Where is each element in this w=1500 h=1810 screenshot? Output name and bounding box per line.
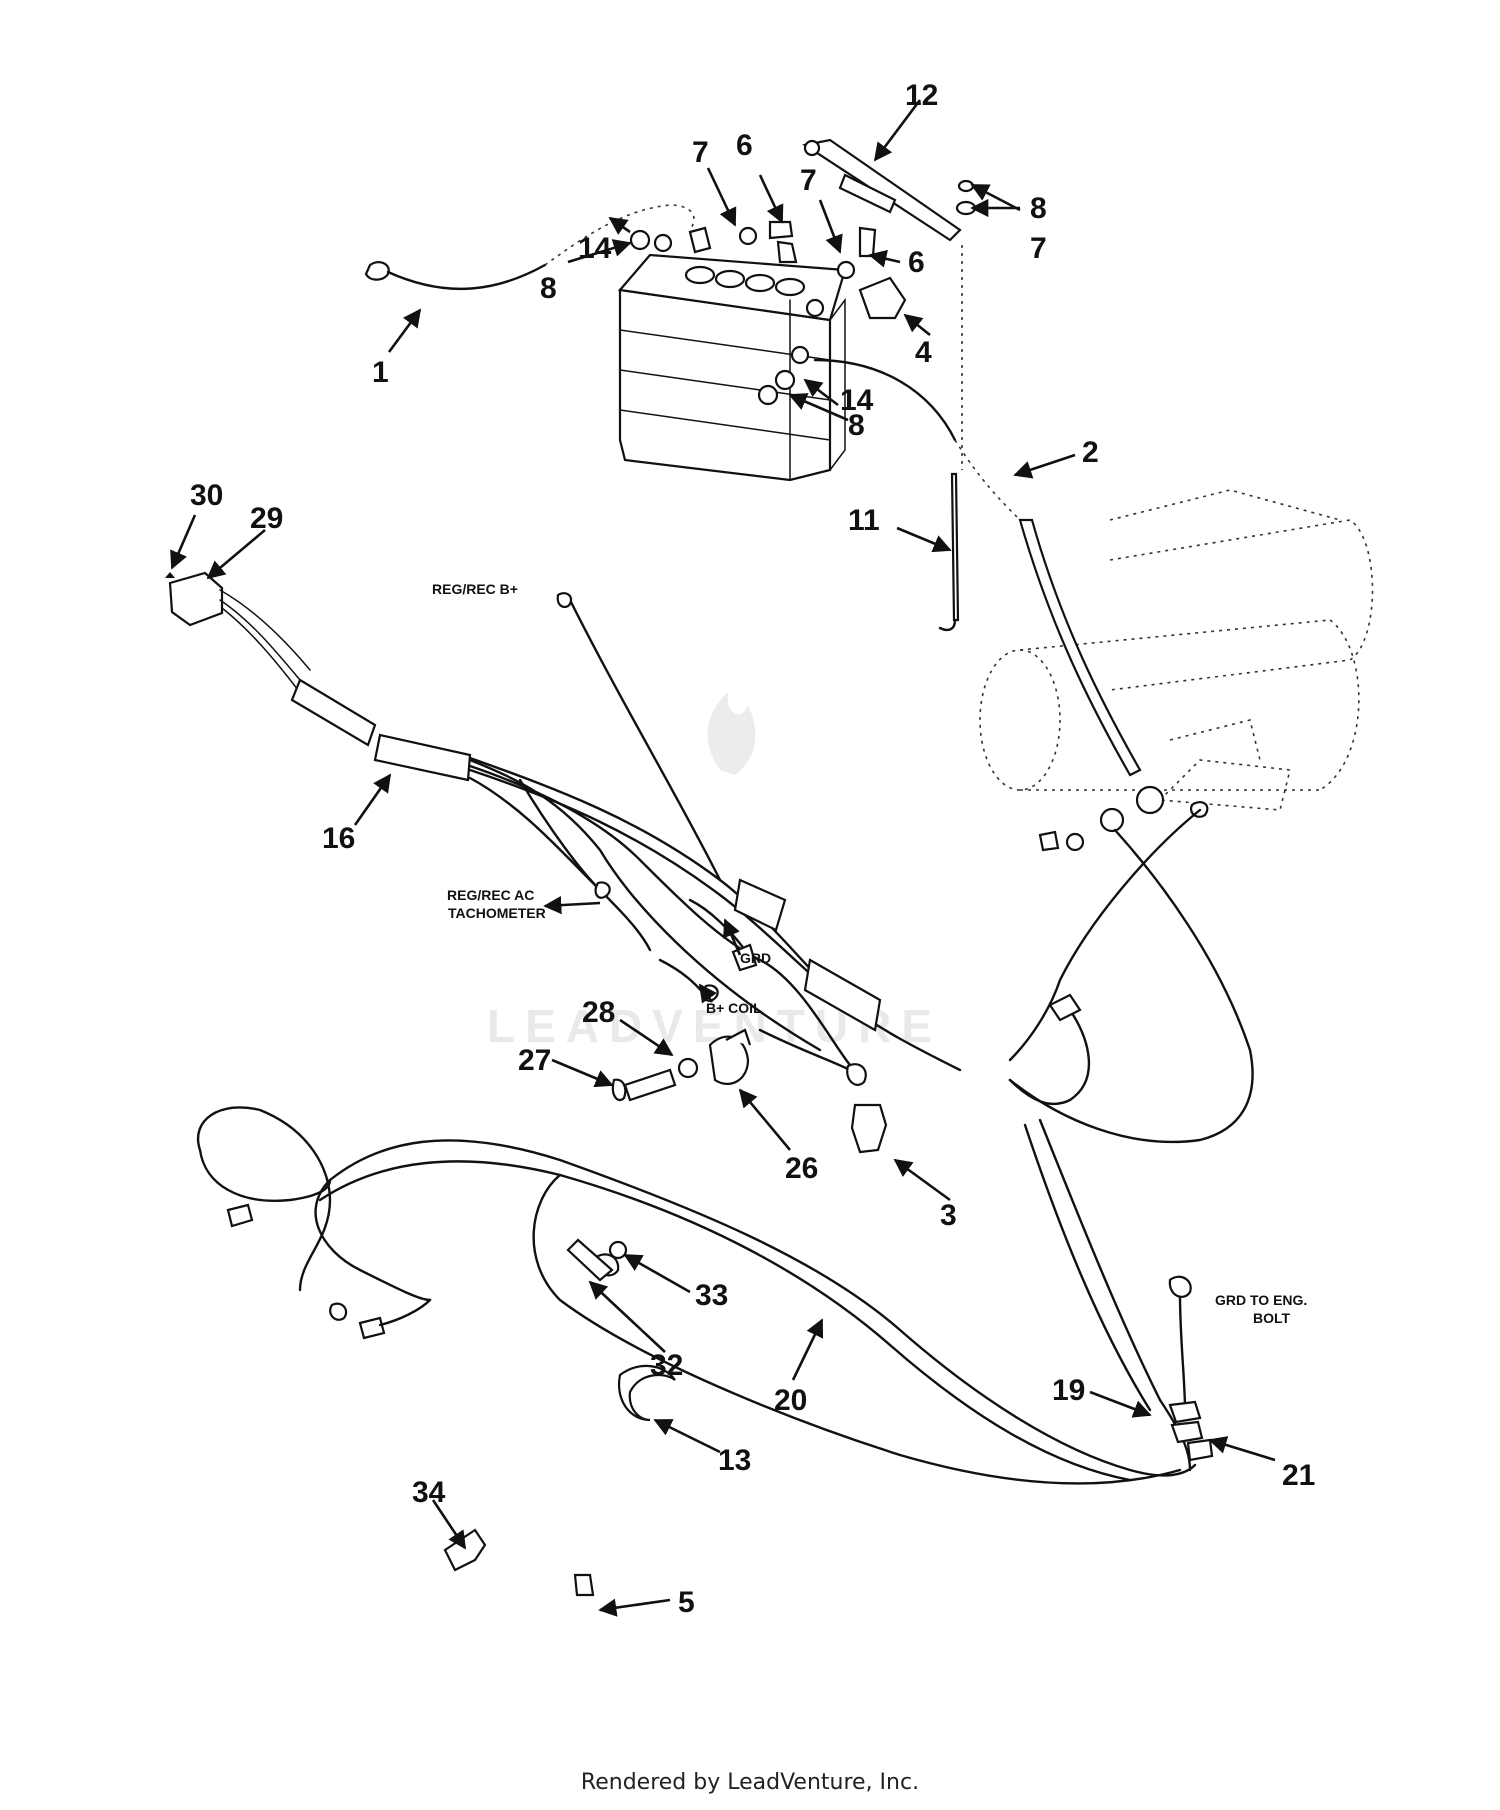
- harness-branches: [518, 592, 1254, 1144]
- label-tachometer: TACHOMETER: [448, 905, 546, 921]
- callout-6a: 6: [736, 129, 753, 162]
- callout-8a: 8: [1030, 192, 1047, 225]
- callout-16: 16: [322, 822, 355, 855]
- callout-4: 4: [915, 336, 932, 369]
- label-reg-rec-ac: REG/REC AC: [447, 887, 534, 903]
- wire-labels: REG/REC B+ REG/REC AC TACHOMETER GRD B+ …: [432, 581, 1307, 1326]
- callout-3: 3: [940, 1199, 957, 1232]
- callout-5: 5: [678, 1586, 695, 1619]
- callout-20: 20: [774, 1384, 807, 1417]
- callout-29: 29: [250, 502, 283, 535]
- callout-14a: 14: [578, 232, 612, 265]
- label-grd-to-eng: GRD TO ENG.: [1215, 1292, 1307, 1308]
- callout-28: 28: [582, 996, 615, 1029]
- label-grd: GRD: [740, 950, 771, 966]
- callout-1: 1: [372, 356, 389, 389]
- callout-11: 11: [848, 504, 880, 537]
- callout-7c: 7: [1030, 232, 1047, 265]
- callout-19: 19: [1052, 1374, 1085, 1407]
- callout-12: 12: [905, 79, 938, 112]
- label-b-coil: B+ COIL: [706, 1000, 762, 1016]
- harness-20: [197, 1106, 1214, 1485]
- callout-27: 27: [518, 1044, 551, 1077]
- callout-26: 26: [785, 1152, 818, 1185]
- flame-logo-icon: [707, 692, 756, 775]
- callout-2: 2: [1082, 436, 1099, 469]
- callout-arrows: [170, 99, 1276, 1617]
- battery-hardware: [629, 138, 977, 632]
- callout-13: 13: [718, 1444, 751, 1477]
- engine-outline: [979, 489, 1374, 811]
- callout-32: 32: [650, 1349, 683, 1382]
- cable-1: [364, 204, 695, 291]
- label-reg-rec-b: REG/REC B+: [432, 581, 518, 597]
- callout-7b: 7: [800, 164, 817, 197]
- label-bolt: BOLT: [1253, 1310, 1291, 1326]
- battery: [617, 253, 847, 482]
- callout-34: 34: [412, 1476, 446, 1509]
- callout-numbers: 1 2 3 4 5 6 6 7 7 7 8 8 8 11 12 13 14 14…: [190, 79, 1315, 1619]
- loose-parts: [443, 1028, 888, 1597]
- cable-2: [813, 358, 1165, 815]
- callout-6b: 6: [908, 246, 925, 279]
- callout-21: 21: [1282, 1459, 1315, 1492]
- footer-credit: Rendered by LeadVenture, Inc.: [580, 1770, 920, 1795]
- callout-33: 33: [695, 1279, 728, 1312]
- callout-14b: 14: [840, 384, 874, 417]
- callout-8b: 8: [540, 272, 557, 305]
- callout-8c: 8: [848, 409, 865, 442]
- harness-16: [165, 571, 962, 1072]
- callout-7a: 7: [692, 136, 709, 169]
- callout-30: 30: [190, 479, 223, 512]
